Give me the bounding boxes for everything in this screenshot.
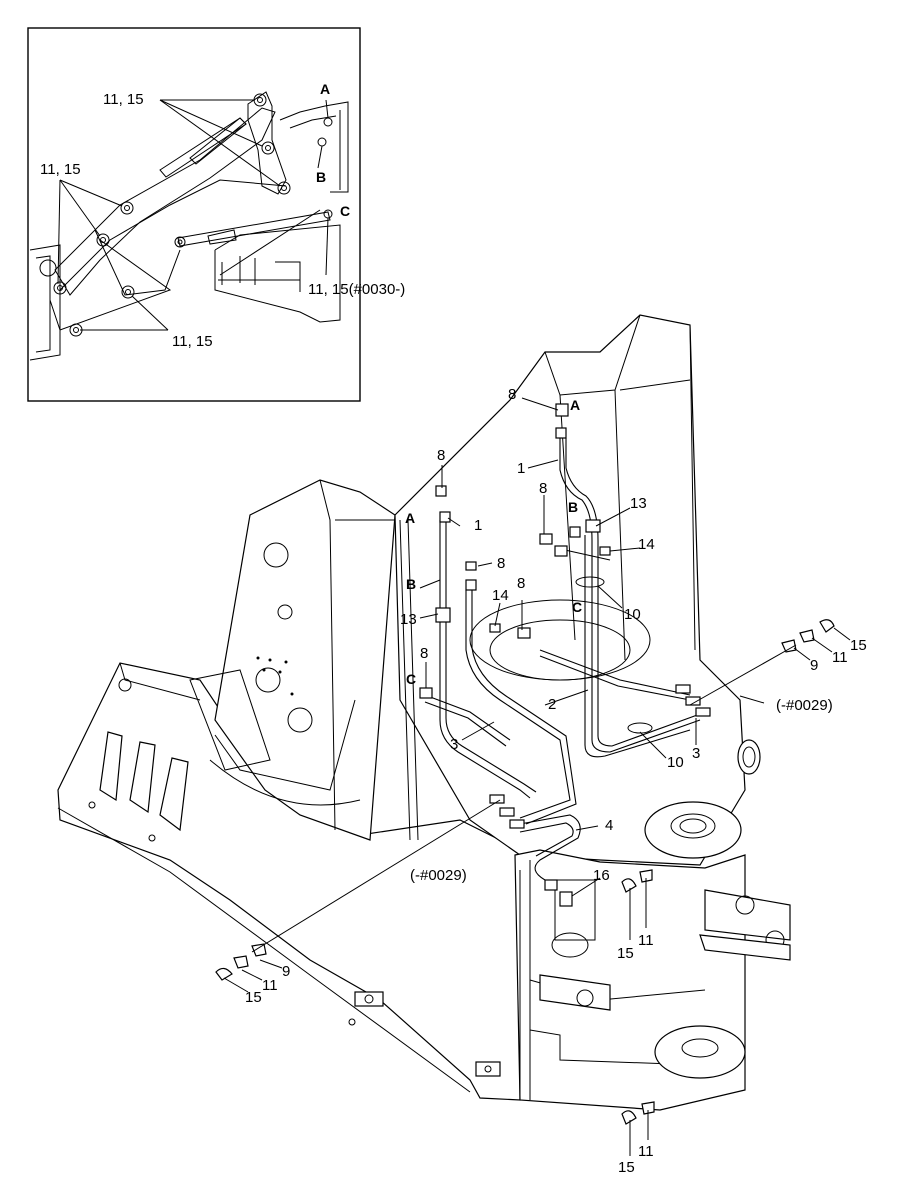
callout-14: 14 (638, 536, 655, 553)
inset-border (27, 27, 361, 402)
inset-label-left-pins: 11, 15 (40, 161, 81, 178)
callout-13: 13 (400, 611, 417, 628)
inset-label-bottom-pins: 11, 15 (172, 333, 213, 350)
inset-label-cylinder-pin: 11, 15(#0030-) (308, 281, 405, 298)
callout-10: 10 (667, 754, 684, 771)
callout-3: 3 (450, 736, 458, 753)
fittings (419, 403, 711, 907)
callout-16: 16 (593, 867, 610, 884)
inset-point-a: A (320, 81, 330, 97)
point-b-label: B (568, 499, 578, 515)
inset-point-c: C (340, 203, 350, 219)
callout-4: 4 (605, 817, 613, 834)
callout-8: 8 (437, 447, 445, 464)
callout-10: 10 (624, 606, 641, 623)
point-a-label: A (570, 397, 580, 413)
point-c-label: C (572, 599, 582, 615)
callout-8: 8 (508, 386, 516, 403)
callout-2: 2 (548, 696, 556, 713)
inset-point-b: B (316, 169, 326, 185)
callout-8: 8 (517, 575, 525, 592)
callout-8: 8 (420, 645, 428, 662)
callout-9: 9 (810, 657, 818, 674)
ref-serial-0029: (-#0029) (776, 697, 833, 714)
main-frame-drawing (57, 314, 791, 1111)
callout-8: 8 (539, 480, 547, 497)
callout-labels: 8 A 1 8 B 13 14 8 C 8 A 1 8 B 13 14 10 8… (245, 386, 867, 1176)
callout-11: 11 (638, 932, 654, 949)
callout-15: 15 (618, 1159, 635, 1176)
callout-3: 3 (692, 745, 700, 762)
inset-frame-drawing (214, 101, 349, 323)
callout-8: 8 (497, 555, 505, 572)
callout-15: 15 (617, 945, 634, 962)
point-c-label: C (406, 671, 416, 687)
callout-14: 14 (492, 587, 509, 604)
inset-panel: 11, 15 11, 15 11, 15 11, 15(#0030-) A B … (27, 27, 405, 402)
callout-1: 1 (474, 517, 482, 534)
point-a-label: A (405, 510, 415, 526)
callout-13: 13 (630, 495, 647, 512)
main-leaders (223, 397, 851, 1156)
callout-9: 9 (282, 963, 290, 980)
inset-leaders (57, 99, 329, 331)
grease-fittings (215, 619, 835, 1125)
center-body (394, 314, 746, 866)
callout-15: 15 (850, 637, 867, 654)
callout-11: 11 (262, 977, 278, 994)
callout-11: 11 (638, 1143, 654, 1160)
ref-serial-0029: (-#0029) (410, 867, 467, 884)
hydraulic-lines (419, 403, 711, 907)
callout-1: 1 (517, 460, 525, 477)
callout-11: 11 (832, 649, 848, 666)
inset-label-top-pins: 11, 15 (103, 91, 144, 108)
inset-pins (53, 93, 333, 337)
point-b-label: B (406, 576, 416, 592)
callout-15: 15 (245, 989, 262, 1006)
